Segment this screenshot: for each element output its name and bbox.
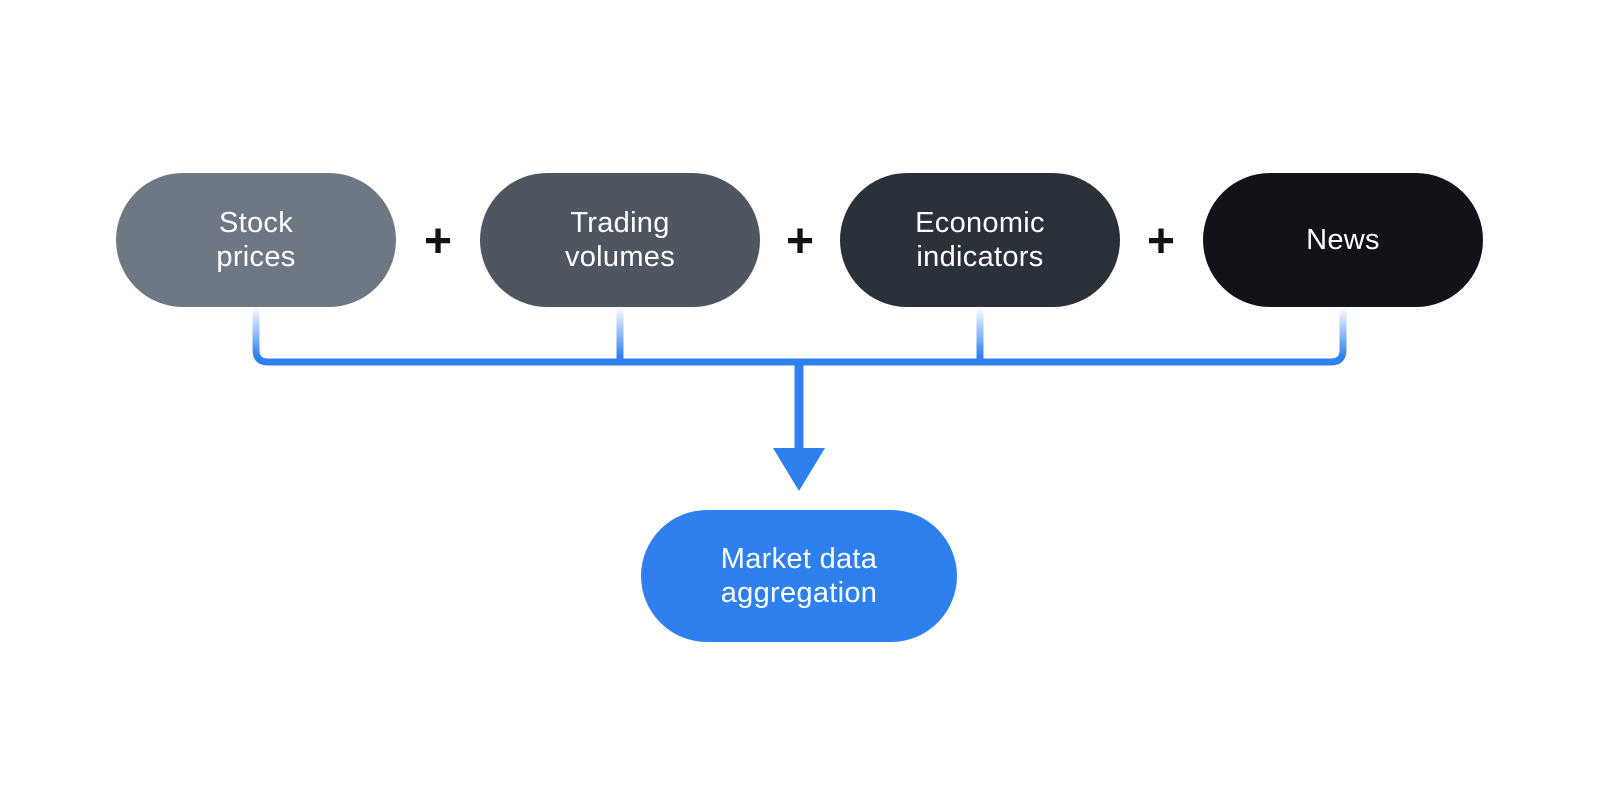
node-news: News: [1203, 173, 1483, 307]
plus-icon: +: [423, 215, 453, 268]
node-economic-indicators-label: Economic indicators: [915, 207, 1045, 273]
node-economic-indicators: Economic indicators: [840, 173, 1120, 307]
node-trading-volumes: Trading volumes: [480, 173, 760, 307]
node-market-data-aggregation: Market data aggregation: [641, 510, 957, 642]
connector-bracket: [252, 307, 1347, 366]
node-stock-prices: Stock prices: [116, 173, 396, 307]
node-market-data-aggregation-label: Market data aggregation: [720, 543, 878, 609]
node-stock-prices-label: Stock prices: [216, 207, 296, 273]
node-news-label: News: [1306, 224, 1380, 256]
plus-icon: +: [785, 215, 815, 268]
node-trading-volumes-label: Trading volumes: [564, 207, 676, 273]
plus-icon: +: [1146, 215, 1176, 268]
arrow-down-icon: [773, 448, 825, 491]
